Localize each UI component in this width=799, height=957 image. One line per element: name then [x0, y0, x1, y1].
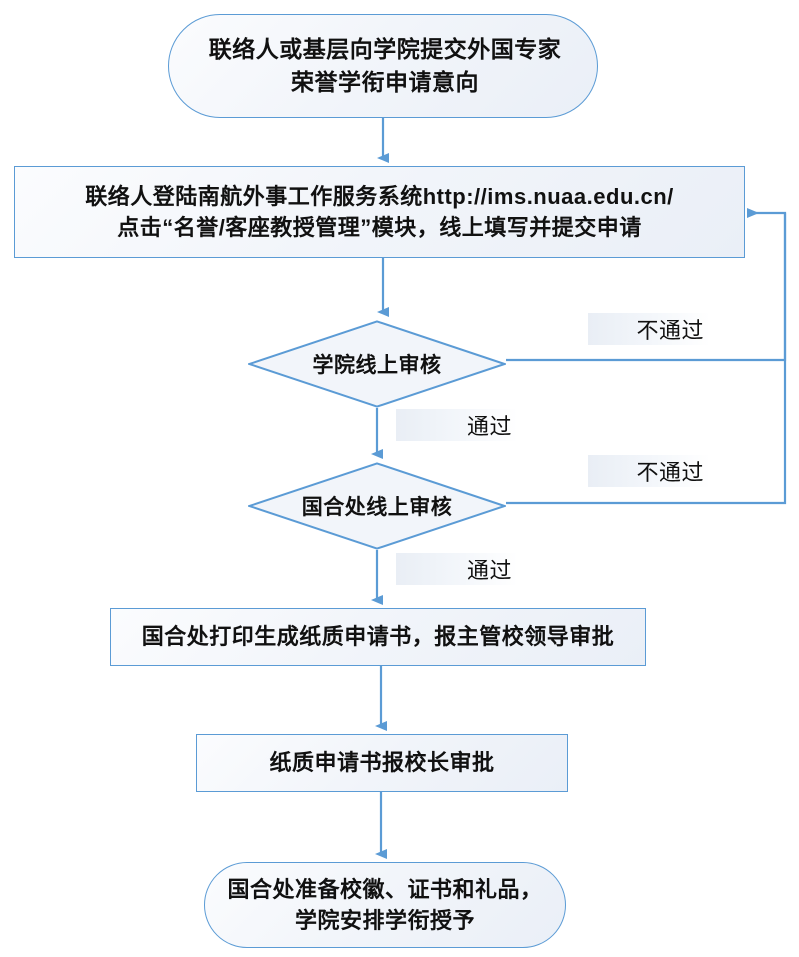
- node-system-line2: 点击“名誉/客座教授管理”模块，线上填写并提交申请: [117, 215, 642, 240]
- edge-label-office-pass: 通过: [396, 553, 518, 585]
- node-end-line1: 国合处准备校徽、证书和礼品，: [227, 876, 543, 902]
- node-start-line2: 荣誉学衔申请意向: [291, 69, 479, 95]
- node-print-approval-label: 国合处打印生成纸质申请书，报主管校领导审批: [141, 624, 615, 650]
- node-print-approval[interactable]: 国合处打印生成纸质申请书，报主管校领导审批: [110, 608, 646, 666]
- edge-label-office-fail: 不通过: [588, 455, 710, 487]
- node-review-college-label: 学院线上审核: [312, 354, 442, 377]
- diamond-shape: [248, 462, 506, 550]
- node-system-submit[interactable]: 联络人登陆南航外事工作服务系统http://ims.nuaa.edu.cn/ 点…: [14, 166, 745, 258]
- node-system-line1: 联络人登陆南航外事工作服务系统http://ims.nuaa.edu.cn/: [85, 183, 674, 209]
- node-president-approval[interactable]: 纸质申请书报校长审批: [196, 734, 568, 792]
- diamond-shape: [248, 320, 506, 408]
- edge-label-college-pass: 通过: [396, 409, 518, 441]
- node-start-line1: 联络人或基层向学院提交外国专家: [208, 36, 562, 63]
- node-end[interactable]: 国合处准备校徽、证书和礼品， 学院安排学衔授予: [204, 862, 566, 948]
- node-end-line2: 学院安排学衔授予: [294, 908, 475, 933]
- node-start[interactable]: 联络人或基层向学院提交外国专家 荣誉学衔申请意向: [168, 14, 598, 118]
- edge-label-college-fail: 不通过: [588, 313, 710, 345]
- node-review-office-label: 国合处线上审核: [301, 496, 453, 519]
- node-president-approval-label: 纸质申请书报校长审批: [269, 750, 495, 776]
- node-review-college[interactable]: 学院线上审核: [248, 320, 506, 408]
- node-review-office[interactable]: 国合处线上审核: [248, 462, 506, 550]
